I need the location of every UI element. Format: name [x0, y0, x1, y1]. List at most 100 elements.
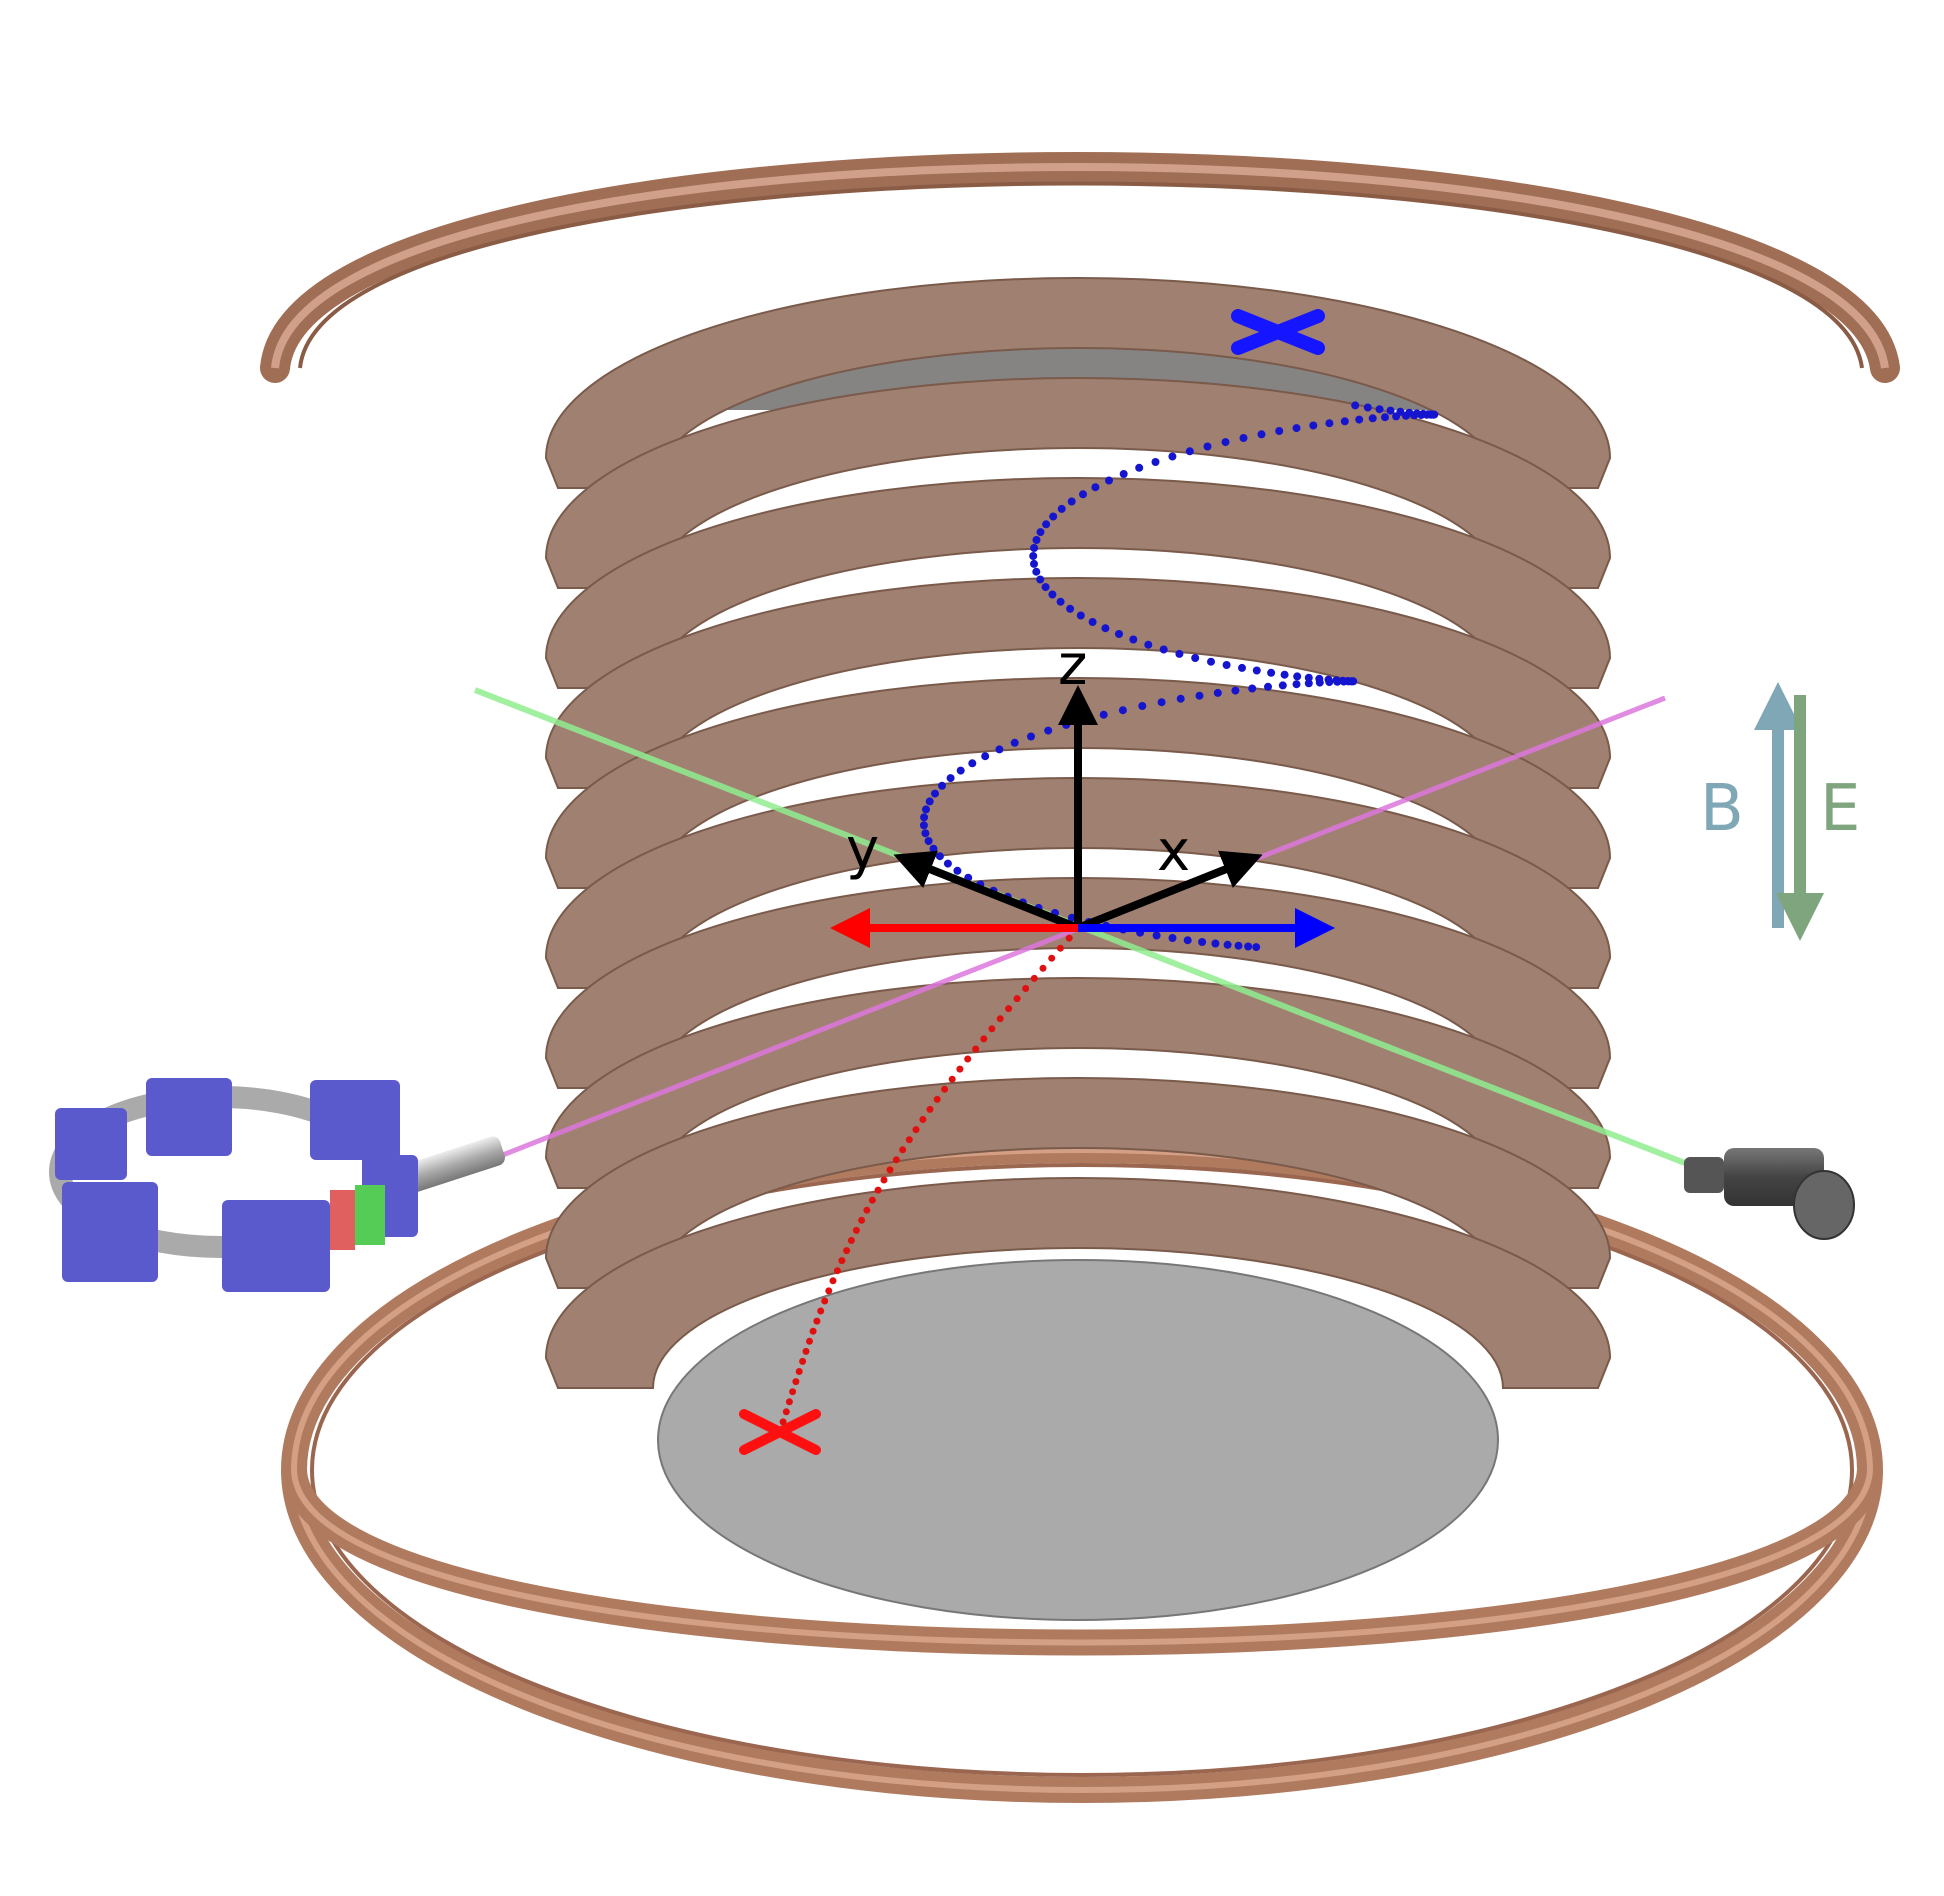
- trajectory-dot: [1091, 483, 1100, 492]
- trajectory-dot: [802, 1347, 810, 1355]
- trajectory-dot: [943, 859, 952, 868]
- trajectory-dot: [912, 1126, 920, 1134]
- trajectory-dot: [1056, 944, 1064, 952]
- trajectory-dot: [785, 1398, 793, 1406]
- trajectory-dot: [1151, 458, 1160, 466]
- trajectory-dot: [1176, 694, 1185, 703]
- trajectory-dot: [1386, 406, 1395, 415]
- trajectory-dot: [1168, 452, 1177, 461]
- trajectory-dot: [779, 1418, 787, 1426]
- trajectory-dot: [1065, 934, 1073, 942]
- trajectory-dot: [1027, 732, 1035, 741]
- trajectory-dot: [1032, 536, 1041, 544]
- trajectory-dot: [1292, 680, 1301, 689]
- trajectory-dot: [847, 1237, 855, 1244]
- trajectory-downward: [776, 924, 1082, 1436]
- top-coil-arc: [260, 152, 1900, 383]
- trajectory-dot: [1419, 409, 1428, 418]
- trajectory-dot: [1340, 417, 1349, 426]
- electrode-plate: [544, 777, 1612, 989]
- trajectory-dot: [1057, 504, 1066, 513]
- trajectory-dot: [972, 1045, 980, 1053]
- bottom-electrode-disk: [657, 1259, 1499, 1621]
- trajectory-dot: [1198, 938, 1207, 946]
- trajectory-dot: [1275, 427, 1284, 435]
- trajectory-dot: [1252, 943, 1261, 952]
- trajectory-dot: [868, 1196, 876, 1204]
- electrode-plate-stack: [544, 277, 1612, 1389]
- trajectory-dot: [825, 1287, 833, 1295]
- trajectory-dot: [1119, 470, 1128, 478]
- trajectory-dot: [874, 1186, 882, 1194]
- y-axis-arrow: [893, 850, 1080, 932]
- trajectory-dot: [1280, 670, 1289, 679]
- trajectory-dot: [1332, 676, 1341, 685]
- trajectory-dot: [1293, 672, 1302, 681]
- cylinder-detector-icon: [1684, 1148, 1855, 1240]
- trajectory-dot: [1030, 544, 1039, 552]
- trajectory-dot: [980, 1035, 988, 1043]
- trajectory-dot: [1248, 684, 1257, 693]
- trajectory-dot: [1056, 597, 1065, 606]
- trajectory-dot: [1375, 405, 1384, 414]
- trajectory-dot: [1062, 720, 1071, 729]
- trajectory-dot: [1231, 686, 1240, 695]
- trajectory-dot: [988, 1025, 996, 1033]
- x-mark-icon: [1231, 309, 1325, 355]
- trajectory-dot: [1239, 434, 1248, 442]
- trajectory-dot: [938, 781, 946, 790]
- trajectory-dot: [806, 1337, 813, 1345]
- trajectory-dot: [1213, 688, 1222, 697]
- electrode-plate: [544, 1177, 1612, 1389]
- electrode-plate: [544, 577, 1612, 789]
- electrode-plate: [544, 877, 1612, 1089]
- trajectory-dot: [886, 1166, 894, 1174]
- trajectory-dot: [1118, 706, 1127, 715]
- trajectory-dot: [1088, 618, 1097, 626]
- trajectory-dot: [1135, 463, 1144, 472]
- trajectory-dot: [833, 1267, 841, 1275]
- electrode-plate: [544, 677, 1612, 889]
- trajectory-dot: [1405, 408, 1414, 417]
- trajectory-dot: [1221, 438, 1230, 447]
- trajectory-dot: [1044, 726, 1053, 735]
- trajectory-dot: [1195, 691, 1204, 700]
- trajectory-dot: [892, 1156, 900, 1164]
- trajectory-dot: [1115, 630, 1123, 638]
- trajectory-dot: [1022, 985, 1030, 992]
- trajectory-dot: [956, 766, 965, 775]
- trajectory-dot: [795, 1368, 803, 1375]
- trajectory-dot: [1048, 954, 1056, 962]
- trajectory-dot: [922, 805, 930, 814]
- trajectory-dot: [1041, 583, 1050, 592]
- trajectory-dot: [838, 1257, 846, 1265]
- trajectory-dot: [1304, 679, 1313, 688]
- trajectory-dot: [941, 1085, 949, 1093]
- trajectory-dot: [919, 821, 928, 830]
- trajectory-dot: [1292, 424, 1301, 433]
- trajectory-dot: [809, 1327, 817, 1335]
- trajectory-dot: [1042, 520, 1051, 529]
- trajectory-dot: [1185, 447, 1194, 456]
- trajectory-dot: [1222, 661, 1231, 669]
- trajectory-dot: [1129, 635, 1138, 644]
- trajectory-dot: [1105, 476, 1113, 485]
- trajectory-dot: [1067, 497, 1076, 506]
- trajectory-dot: [813, 1317, 821, 1325]
- y-axis-label: y: [846, 817, 879, 882]
- trajectory-dot: [821, 1297, 829, 1305]
- trajectory-dot: [880, 1176, 888, 1184]
- trajectory-dot: [1168, 934, 1177, 942]
- trajectory-dot: [924, 837, 933, 845]
- trajectory-dot: [792, 1378, 800, 1386]
- trajectory-dot: [1066, 604, 1075, 613]
- trajectory-dot: [1351, 401, 1360, 410]
- trajectory-dot: [905, 1136, 913, 1144]
- trajectory-dot: [1030, 974, 1038, 982]
- trajectory-dot: [925, 797, 934, 806]
- trajectory-dot: [1036, 575, 1045, 584]
- trajectory-dot: [1207, 657, 1215, 666]
- trajectory-dot: [1238, 663, 1246, 672]
- trajectory-dot: [1138, 702, 1147, 710]
